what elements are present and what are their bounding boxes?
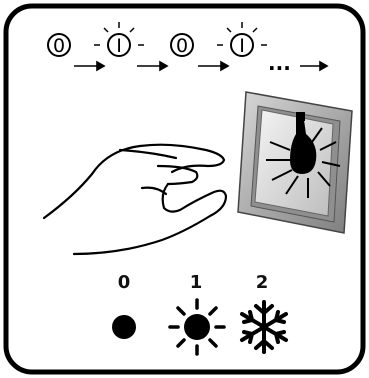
sequence-item-label: 0 — [53, 35, 65, 57]
wall-switch — [238, 92, 352, 233]
mode-label-off: 0 — [118, 272, 131, 293]
sequence-item-label: I — [116, 35, 122, 57]
sequence-ellipsis: ... — [268, 51, 291, 75]
dot-icon — [112, 315, 136, 339]
mode-label-cold: 2 — [256, 272, 269, 293]
mode-label-warm: 1 — [190, 272, 203, 293]
sequence-item-label: 0 — [176, 35, 188, 57]
sequence-item-label: I — [239, 35, 245, 57]
sun-icon — [170, 300, 224, 354]
